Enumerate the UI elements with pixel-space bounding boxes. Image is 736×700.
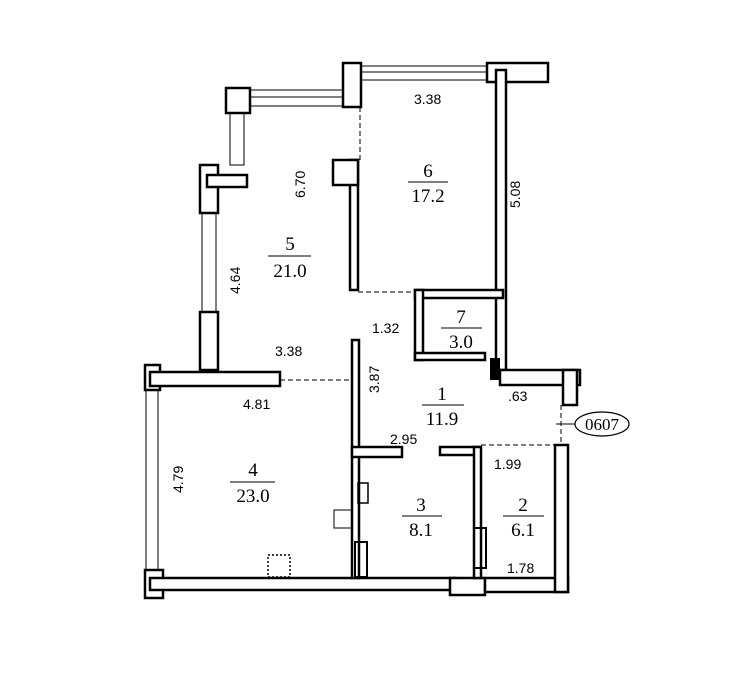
dimension-label: 1.99	[494, 456, 521, 472]
room-3-label: 3 8.1	[402, 495, 442, 541]
room-number: 1	[437, 384, 447, 405]
room-number: 2	[518, 495, 528, 516]
dimension-label: 1.32	[372, 320, 399, 336]
room-2-label: 2 6.1	[503, 495, 544, 541]
room-area: 17.2	[411, 186, 444, 207]
sink-icon	[333, 509, 353, 529]
room-area: 8.1	[409, 520, 433, 541]
room-4-label: 4 23.0	[230, 460, 275, 507]
room-area: 21.0	[273, 261, 306, 282]
room-6-label: 6 17.2	[408, 161, 448, 207]
dimension-label: 3.38	[275, 343, 302, 359]
room-number: 7	[456, 307, 466, 328]
room-area: 11.9	[426, 409, 459, 430]
room-area: 6.1	[511, 520, 535, 541]
window-room4	[145, 389, 159, 571]
toilet-icon	[354, 541, 368, 578]
dimension-label: .63	[508, 388, 528, 404]
room-number: 3	[416, 495, 426, 516]
window-room5-left	[201, 212, 217, 314]
apartment-number: 0607	[585, 415, 620, 434]
walls	[143, 61, 582, 600]
window-room6	[360, 65, 489, 81]
stove-icon	[267, 554, 291, 578]
dimension-label: 3.87	[366, 366, 382, 393]
room-7-label: 7 3.0	[441, 307, 482, 353]
radiator-icon	[357, 482, 369, 504]
apartment-number-tag: 0607	[556, 411, 630, 437]
washbasin-icon	[473, 527, 487, 569]
room-area: 23.0	[236, 486, 269, 507]
room-number: 6	[423, 161, 433, 182]
dimension-label: 2.95	[390, 431, 417, 447]
room-1-label: 1 11.9	[422, 384, 464, 430]
dimension-label: 4.64	[227, 267, 243, 294]
dimension-label: 3.38	[414, 91, 441, 107]
room-number: 4	[248, 460, 258, 481]
dimension-label: 1.78	[507, 560, 534, 576]
dimension-label: 5.08	[507, 181, 523, 208]
dimension-label: 4.81	[243, 396, 270, 412]
room-area: 3.0	[449, 332, 473, 353]
room-5-label: 5 21.0	[268, 234, 311, 282]
room-number: 5	[285, 234, 295, 255]
window-room5-top	[249, 89, 346, 107]
window-room5-corner	[229, 112, 245, 166]
dimension-label: 4.79	[170, 466, 186, 493]
dimension-label: 6.70	[292, 171, 308, 198]
